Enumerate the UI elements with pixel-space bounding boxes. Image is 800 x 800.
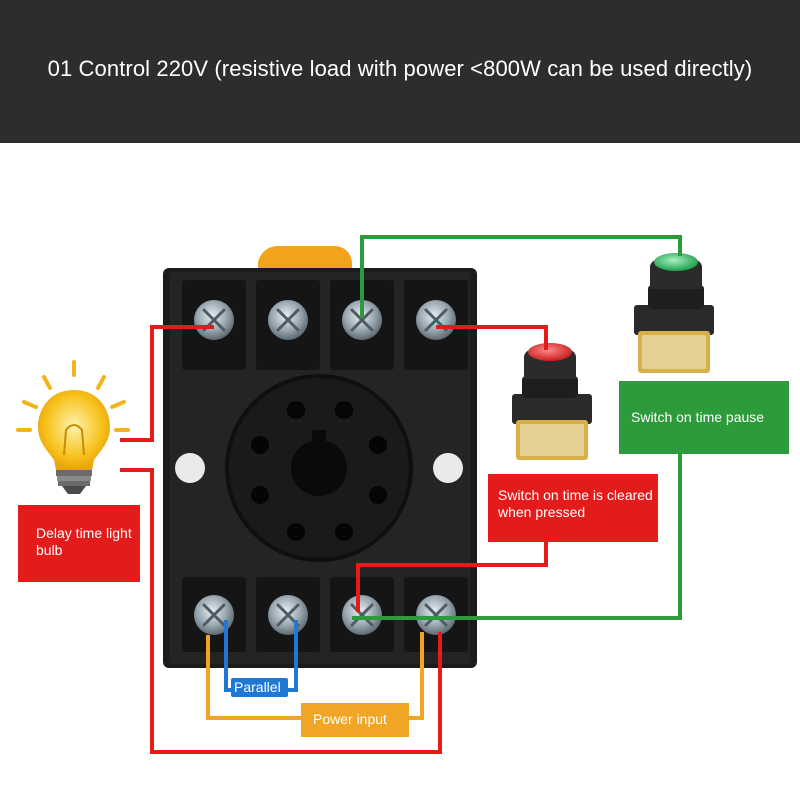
red-pushbutton-icon <box>512 343 592 460</box>
page-title: 01 Control 220V (resistive load with pow… <box>47 56 753 81</box>
red-wire-bulb-top <box>120 325 214 442</box>
power-input-label-text: Power input <box>313 711 387 727</box>
parallel-label-text: Parallel <box>234 679 281 695</box>
red-wire-red-switch-bottom <box>356 542 548 612</box>
green-switch-label: Switch on time pause <box>619 381 789 454</box>
green-switch-label-text: Switch on time pause <box>631 409 765 425</box>
blue-wire-parallel <box>224 620 231 692</box>
red-switch-label-text: Switch on time is cleared when pressed <box>498 487 653 520</box>
blue-wire-parallel-right <box>288 620 298 692</box>
bulb-label-text: Delay time light bulb <box>36 525 132 558</box>
green-wire-top <box>360 235 682 318</box>
power-input-label: Power input <box>301 703 409 737</box>
orange-wire-power-right <box>409 632 424 720</box>
parallel-label: Parallel <box>231 678 288 697</box>
green-pushbutton-icon <box>634 253 714 373</box>
red-switch-label: Switch on time is cleared when pressed <box>488 474 658 542</box>
relay-socket-icon <box>163 246 477 668</box>
light-bulb-icon <box>16 360 130 494</box>
bulb-label: Delay time light bulb <box>18 505 140 582</box>
green-wire-bottom <box>352 454 682 620</box>
red-wire-red-switch-top <box>436 325 548 350</box>
orange-wire-power-left <box>206 635 301 720</box>
red-wire-bulb-bottom <box>120 468 442 754</box>
header-banner: 01 Control 220V (resistive load with pow… <box>0 0 800 143</box>
